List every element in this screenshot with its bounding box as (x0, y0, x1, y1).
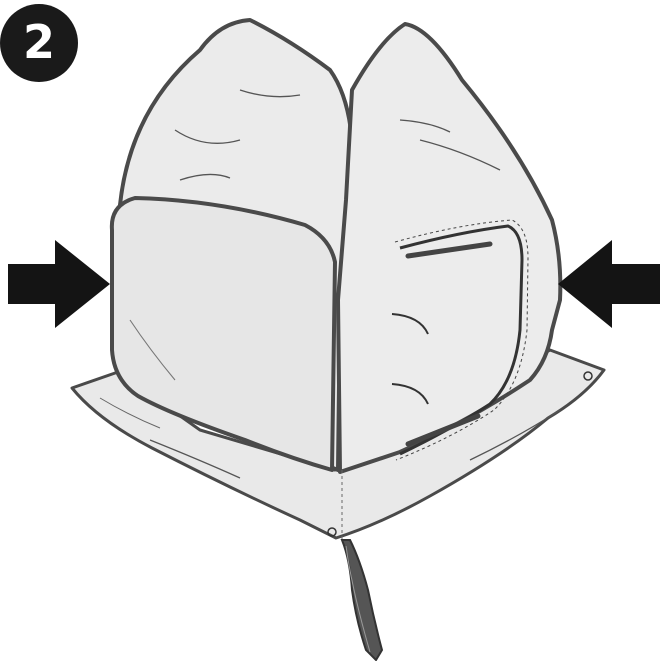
carry-strap (342, 540, 382, 660)
tent-left-lobe (112, 20, 352, 470)
arrow-right-icon (8, 240, 110, 328)
arrow-left-icon (558, 240, 660, 328)
